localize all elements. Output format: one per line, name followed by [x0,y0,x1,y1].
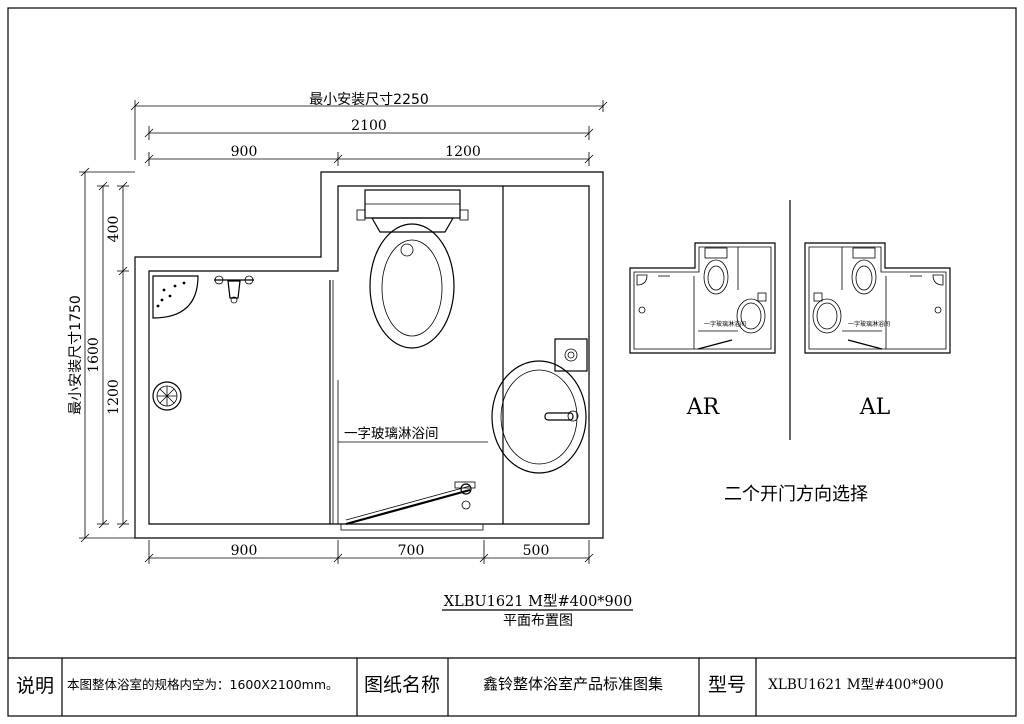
left-top-depth-label: 400 [106,216,122,243]
desc-text: 本图整体浴室的规格内空为：1600X2100mm。 [67,677,339,692]
variant-ar-plan: 一字玻璃淋浴间 [629,242,776,354]
dimension-overall-width: 2100 [144,118,594,140]
ar-glass-label: 一字玻璃淋浴间 [704,320,746,328]
dimension-top-split: 900 1200 [144,144,594,166]
dimension-overall-depth: 1600 [86,181,109,529]
bottom-a-label: 900 [231,543,258,559]
drawing-name: 鑫铃整体浴室产品标准图集 [483,675,663,693]
floor-drain [152,381,182,411]
min-install-depth-label: 最小安装尺寸1750 [68,295,84,415]
toilet [356,189,469,349]
model-title: XLBU1621 M型#400*900 [444,593,632,610]
dimension-bottom-split: 900 700 500 [144,540,594,564]
dimension-min-install-width: 最小安装尺寸2250 [130,92,608,160]
model-label: 型号 [708,674,746,696]
variant-al-plan: 一字玻璃淋浴间 [804,242,951,354]
overall-depth-label: 1600 [86,337,102,373]
title-block: 说明 本图整体浴室的规格内空为：1600X2100mm。 图纸名称 鑫铃整体浴室… [8,657,1016,716]
model-value: XLBU1621 M型#400*900 [768,677,943,693]
bottom-b-label: 700 [398,543,425,559]
variant-al-label: AL [859,395,891,420]
bottom-c-label: 500 [523,543,550,559]
top-left-width-label: 900 [231,144,258,160]
sheet-border [7,7,1017,717]
door-direction-note: 二个开门方向选择 [724,484,868,505]
corner-shelf [152,275,199,319]
dimension-min-install-depth: 最小安装尺寸1750 [68,167,135,543]
outer-wall [134,171,604,539]
wash-basin [491,338,588,474]
overall-width-label: 2100 [351,118,387,134]
drawing-name-label: 图纸名称 [364,674,440,696]
top-right-width-label: 1200 [445,144,481,160]
shower-mixer [214,275,254,304]
shower-glass-label: 一字玻璃淋浴间 [344,425,439,442]
inner-wall [148,185,590,525]
desc-label: 说明 [16,675,54,697]
variant-ar-label: AR [686,395,721,420]
min-install-width-label: 最小安装尺寸2250 [309,92,429,108]
glass-door [340,481,484,531]
dimension-left-split: 400 1200 [106,181,129,529]
left-bottom-depth-label: 1200 [106,379,122,415]
al-glass-label: 一字玻璃淋浴间 [848,320,890,328]
plan-subtitle: 平面布置图 [503,613,573,629]
